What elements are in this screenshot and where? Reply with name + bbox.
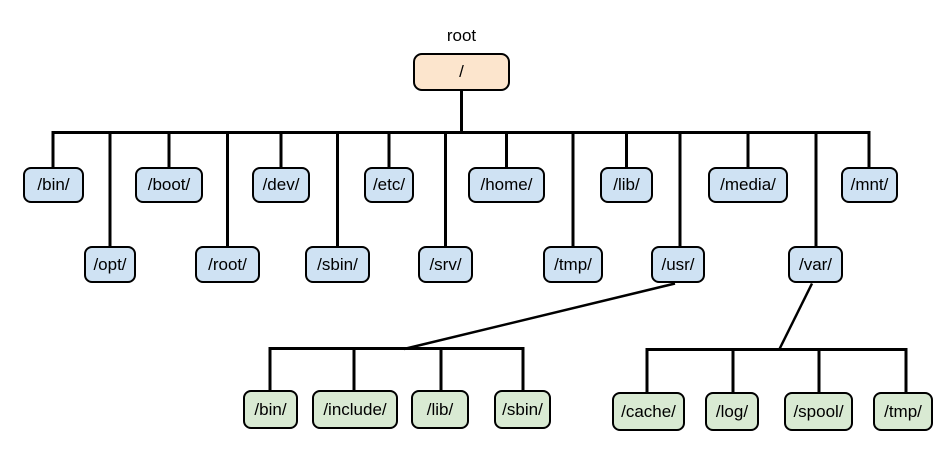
node-etc: /etc/ [364, 167, 414, 203]
node-var-tmp: /tmp/ [873, 392, 933, 431]
node-opt: /opt/ [84, 246, 136, 283]
node-var-cache: /cache/ [612, 392, 685, 431]
node-sbin: /sbin/ [305, 246, 370, 283]
node-lib: /lib/ [600, 167, 653, 203]
node-usr-bin: /bin/ [243, 390, 298, 429]
edge-usr-diagonal [403, 282, 676, 351]
node-mnt: /mnt/ [841, 167, 898, 203]
node-dev: /dev/ [252, 167, 310, 203]
node-var-spool: /spool/ [784, 392, 853, 431]
node-srv: /srv/ [418, 246, 473, 283]
node-media: /media/ [708, 167, 788, 203]
node-usr: /usr/ [651, 246, 705, 283]
node-boot: /boot/ [135, 167, 203, 203]
node-root: / [413, 53, 510, 91]
node-var-log: /log/ [705, 392, 759, 431]
node-home: /home/ [468, 167, 545, 203]
node-usr-include: /include/ [312, 390, 398, 429]
node-usr-sbin: /sbin/ [494, 390, 551, 429]
edge-var-diagonal [777, 282, 814, 351]
node-tmp: /tmp/ [543, 246, 603, 283]
node-bin: /bin/ [23, 167, 84, 203]
root-caption: root [446, 26, 477, 45]
node-root-dir: /root/ [195, 246, 260, 283]
node-var: /var/ [788, 246, 843, 283]
node-usr-lib: /lib/ [411, 390, 469, 429]
